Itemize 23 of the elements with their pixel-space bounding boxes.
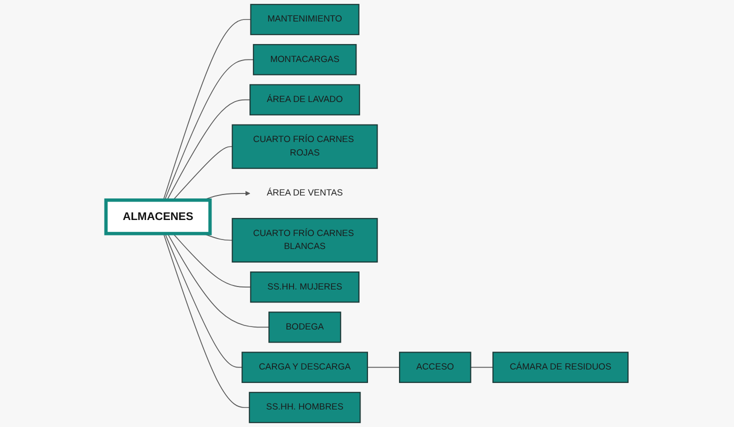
node-text: ÁREA DE VENTAS — [266, 188, 343, 198]
node-box: MANTENIMIENTO — [250, 4, 360, 36]
connector — [163, 233, 250, 408]
node-box: CUARTO FRÍO CARNES ROJAS — [232, 124, 378, 169]
node-box: CUARTO FRÍO CARNES BLANCAS — [232, 218, 378, 263]
node-box: CÁMARA DE RESIDUOS — [492, 352, 629, 383]
connector — [164, 59, 254, 201]
connector — [167, 233, 270, 328]
connector — [367, 366, 400, 368]
node-box: SS.HH. HOMBRES — [248, 392, 361, 424]
connector — [470, 366, 494, 368]
connector — [172, 146, 233, 201]
connector — [166, 99, 250, 201]
node-box: ACCESO — [399, 352, 472, 383]
connector — [162, 19, 252, 201]
node-box: MONTACARGAS — [252, 44, 357, 76]
node-box: ÁREA DE LAVADO — [250, 84, 360, 116]
connector — [172, 233, 252, 288]
connector — [164, 233, 243, 368]
node-box: SS.HH. MUJERES — [250, 271, 360, 303]
node-box: ALMACENES — [104, 198, 212, 236]
node-box: CARGA Y DESCARGA — [242, 352, 368, 383]
node-box: BODEGA — [268, 312, 342, 343]
